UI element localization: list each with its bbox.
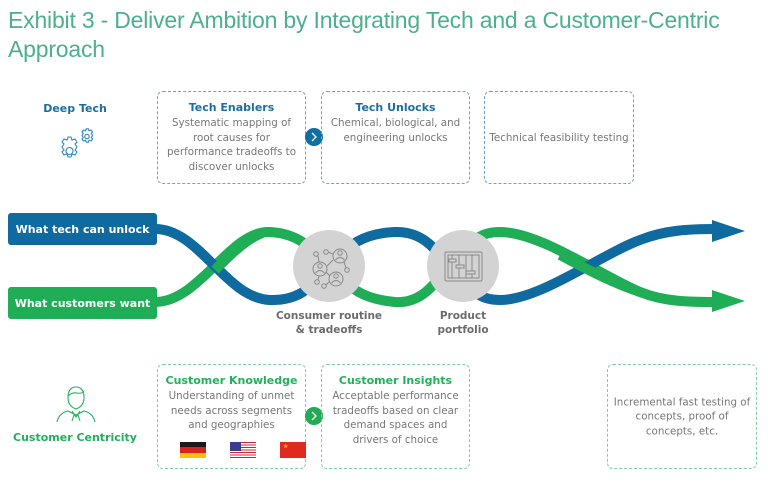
customer-arrowhead (712, 290, 745, 312)
what-tech-can-unlock-label: What tech can unlock (8, 213, 157, 245)
product-portfolio-label: Product portfolio (420, 309, 506, 337)
fast-testing-box: Incremental fast testing of concepts, pr… (607, 364, 757, 469)
tech-enablers-title: Tech Enablers (188, 101, 275, 114)
exhibit-title: Exhibit 3 - Deliver Ambition by Integrat… (8, 7, 720, 62)
product-portfolio-line1: Product (439, 310, 487, 322)
customer-centricity-label: Customer Centricity (13, 431, 137, 444)
consumer-routine-label: Consumer routine & tradeoffs (268, 309, 390, 337)
tech-enablers-text: Systematic mapping of root causes for pe… (166, 117, 297, 173)
china-flag-icon: ★ (280, 442, 306, 458)
tech-enablers-box: Tech Enablers Systematic mapping of root… (157, 91, 306, 184)
sliders-panel-icon (444, 251, 483, 282)
network-people-icon (312, 248, 350, 289)
tech-unlocks-box: Tech Unlocks Chemical, biological, and e… (321, 91, 470, 184)
chevron-right-icon (305, 407, 323, 425)
helix-diagram (154, 220, 745, 312)
product-portfolio-line2: portfolio (437, 324, 489, 336)
customer-insights-box: Customer Insights Acceptable performance… (321, 364, 470, 469)
fast-testing-text: Incremental fast testing of concepts, pr… (613, 395, 751, 437)
person-icon (56, 386, 96, 423)
customer-knowledge-box: Customer Knowledge Understanding of unme… (157, 364, 306, 469)
gears-icon (61, 128, 94, 158)
deep-tech-label: Deep Tech (43, 102, 107, 115)
consumer-routine-line1: Consumer routine (275, 310, 383, 322)
feasibility-testing-box: Technical feasibility testing (484, 91, 634, 184)
tech-arrowhead (712, 220, 745, 242)
tech-unlocks-title: Tech Unlocks (355, 101, 436, 114)
customer-knowledge-text: Understanding of unmet needs across segm… (168, 390, 295, 431)
usa-flag-icon (230, 442, 256, 458)
germany-flag-icon (180, 442, 206, 458)
customer-knowledge-title: Customer Knowledge (165, 374, 298, 387)
customer-insights-title: Customer Insights (338, 374, 453, 387)
tech-unlocks-text: Chemical, biological, and engineering un… (330, 117, 461, 144)
feasibility-testing-text: Technical feasibility testing (489, 131, 629, 144)
chevron-right-icon (305, 128, 323, 146)
consumer-routine-line2: & tradeoffs (295, 324, 363, 336)
country-flags: ★ (180, 442, 306, 458)
what-customers-want-label: What customers want (8, 287, 157, 319)
consumer-node-circle (293, 230, 365, 302)
tech-strand (154, 224, 716, 306)
customer-insights-text: Acceptable performance tradeoffs based o… (332, 390, 459, 446)
